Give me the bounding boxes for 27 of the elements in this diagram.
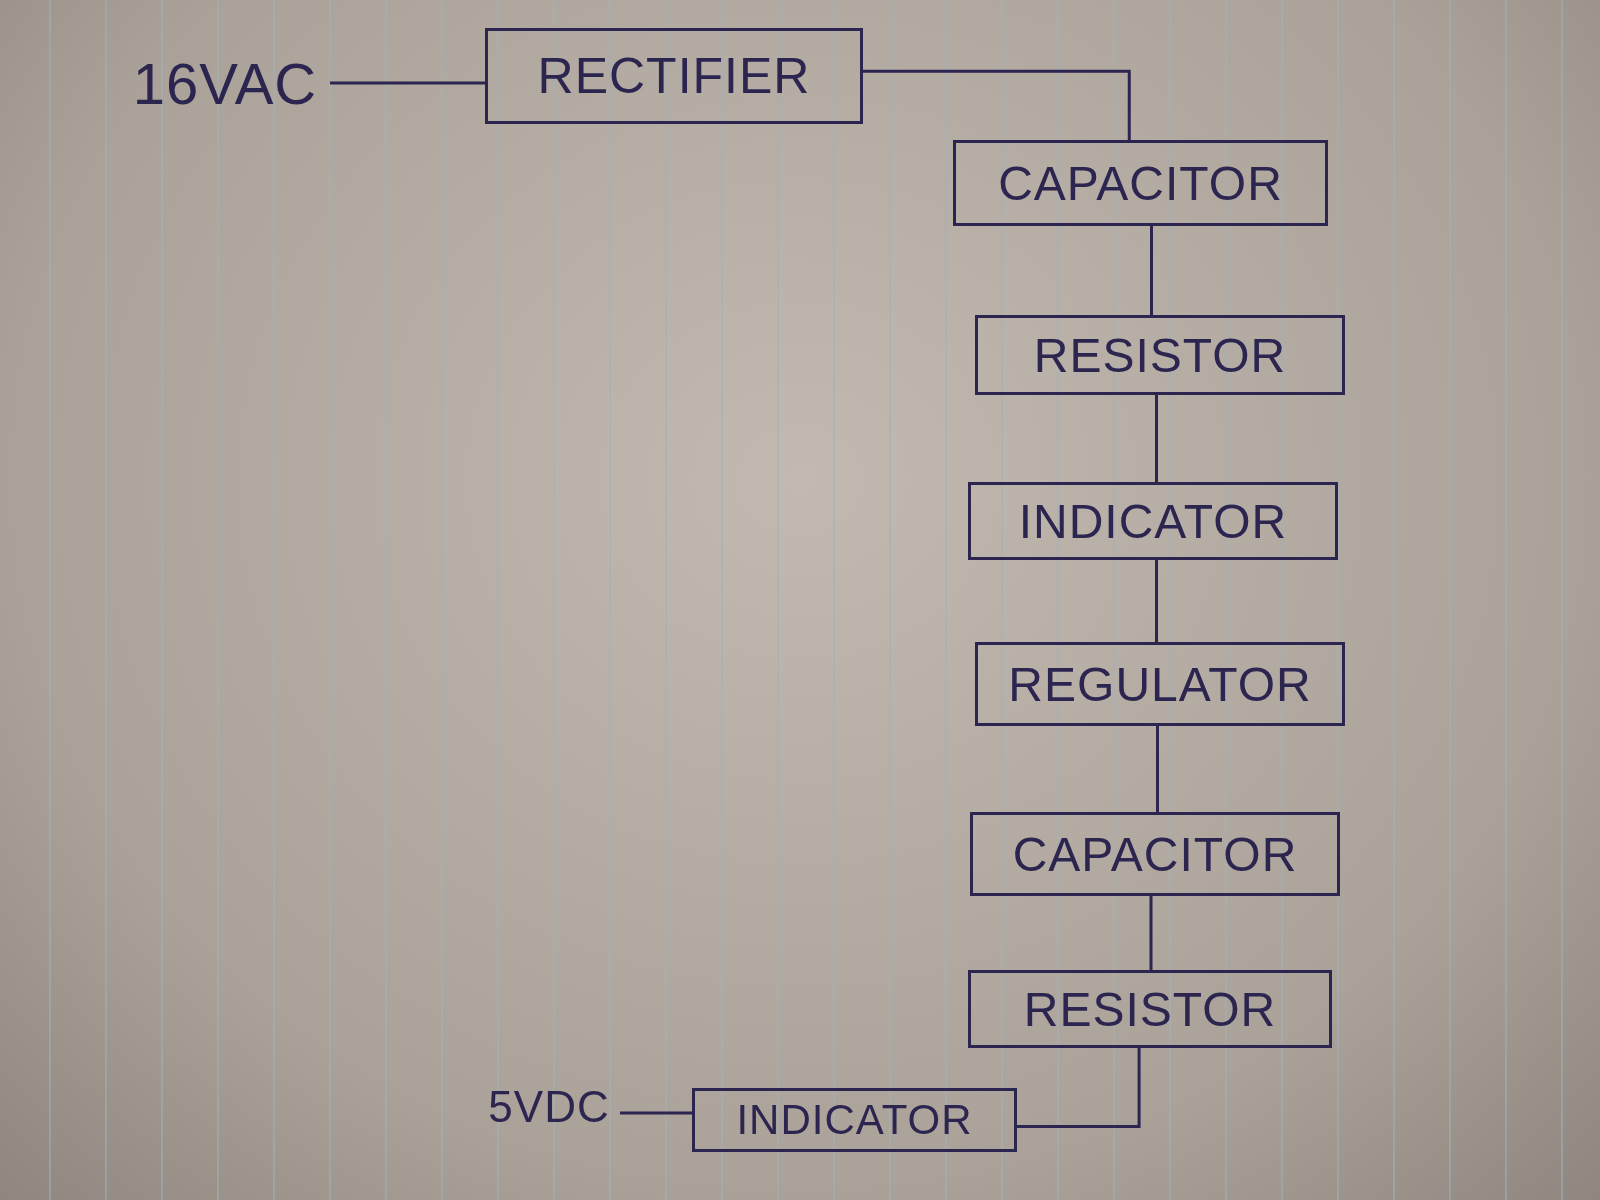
component-label: RESISTOR xyxy=(1023,981,1277,1037)
component-label: INDICATOR xyxy=(736,1096,973,1144)
connector-line xyxy=(620,1111,692,1115)
connector-line xyxy=(1150,226,1153,315)
connector-line xyxy=(1149,896,1153,970)
component-box xyxy=(975,642,1345,726)
component-label: REGULATOR xyxy=(1008,656,1312,712)
voltage-label: 5VDC xyxy=(488,1082,610,1132)
component-box xyxy=(968,482,1338,560)
component-label: RESISTOR xyxy=(1033,327,1287,383)
component-label: RECTIFIER xyxy=(537,47,811,105)
component-box xyxy=(485,28,863,124)
connector-line xyxy=(1156,726,1159,812)
component-box xyxy=(970,812,1340,896)
component-box xyxy=(953,140,1328,226)
connector-line xyxy=(1155,560,1158,642)
connector-line xyxy=(1017,1048,1141,1128)
connector-line xyxy=(330,81,485,85)
component-box xyxy=(692,1088,1017,1152)
connector-line xyxy=(863,69,1131,140)
connector-line xyxy=(1155,395,1158,482)
component-box xyxy=(975,315,1345,395)
component-label: CAPACITOR xyxy=(1012,826,1298,882)
component-box xyxy=(968,970,1332,1048)
component-label: INDICATOR xyxy=(1018,493,1288,549)
voltage-label: 16VAC xyxy=(132,49,318,117)
component-label: CAPACITOR xyxy=(998,155,1283,211)
